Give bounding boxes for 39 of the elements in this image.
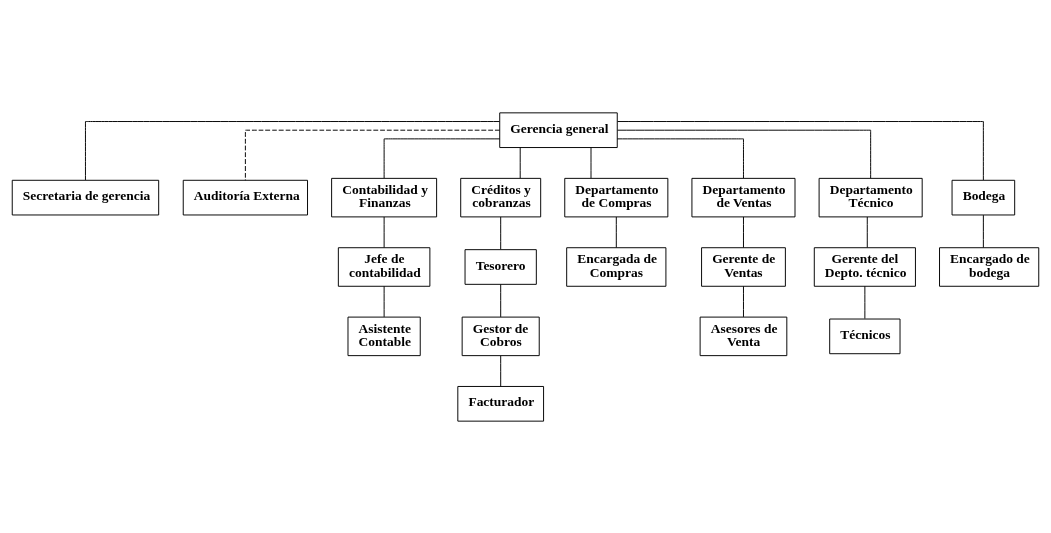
node-box: Asistente Contable	[347, 316, 421, 356]
node-box: Asesores de Venta	[699, 316, 788, 356]
connector	[617, 120, 984, 180]
connector	[244, 129, 501, 181]
node-box: Jefe de contabilidad	[337, 246, 431, 287]
node-box: Gerente de Ventas	[701, 246, 786, 287]
node-box: Departamento Técnico	[818, 177, 923, 217]
connector	[84, 120, 501, 180]
node-box: Bodega	[951, 179, 1016, 215]
connector	[500, 216, 502, 250]
node-box: Técnicos	[829, 318, 901, 354]
connector	[743, 216, 744, 248]
connector	[866, 216, 868, 248]
connector	[519, 146, 521, 179]
connector	[500, 283, 502, 317]
connector	[383, 216, 385, 248]
connector	[617, 129, 872, 179]
connector	[743, 285, 744, 317]
connector	[383, 137, 501, 179]
node-box: Secretaria de gerencia	[11, 179, 160, 215]
connector	[616, 137, 744, 179]
node-box: Departamento de Compras	[564, 177, 669, 217]
connector	[615, 216, 617, 248]
connector	[864, 285, 866, 319]
node-box: Contabilidad y Finanzas	[331, 177, 438, 217]
node-box: Créditos y cobranzas	[460, 177, 542, 217]
connector	[982, 214, 984, 248]
node-box: Gestor de Cobros	[461, 316, 540, 356]
node-box: Encargado de bodega	[939, 246, 1040, 287]
node-box: Encargada de Compras	[566, 246, 667, 287]
connector	[383, 285, 385, 317]
node-box: Departamento de Ventas	[691, 177, 796, 217]
node-box: Auditoría Externa	[182, 179, 308, 215]
connector	[590, 146, 592, 179]
node-box: Facturador	[457, 385, 545, 422]
node-box: Gerencia general	[499, 111, 618, 148]
connector	[500, 354, 502, 387]
node-box: Tesorero	[464, 248, 537, 285]
node-box: Gerente del Depto. técnico	[813, 246, 916, 287]
